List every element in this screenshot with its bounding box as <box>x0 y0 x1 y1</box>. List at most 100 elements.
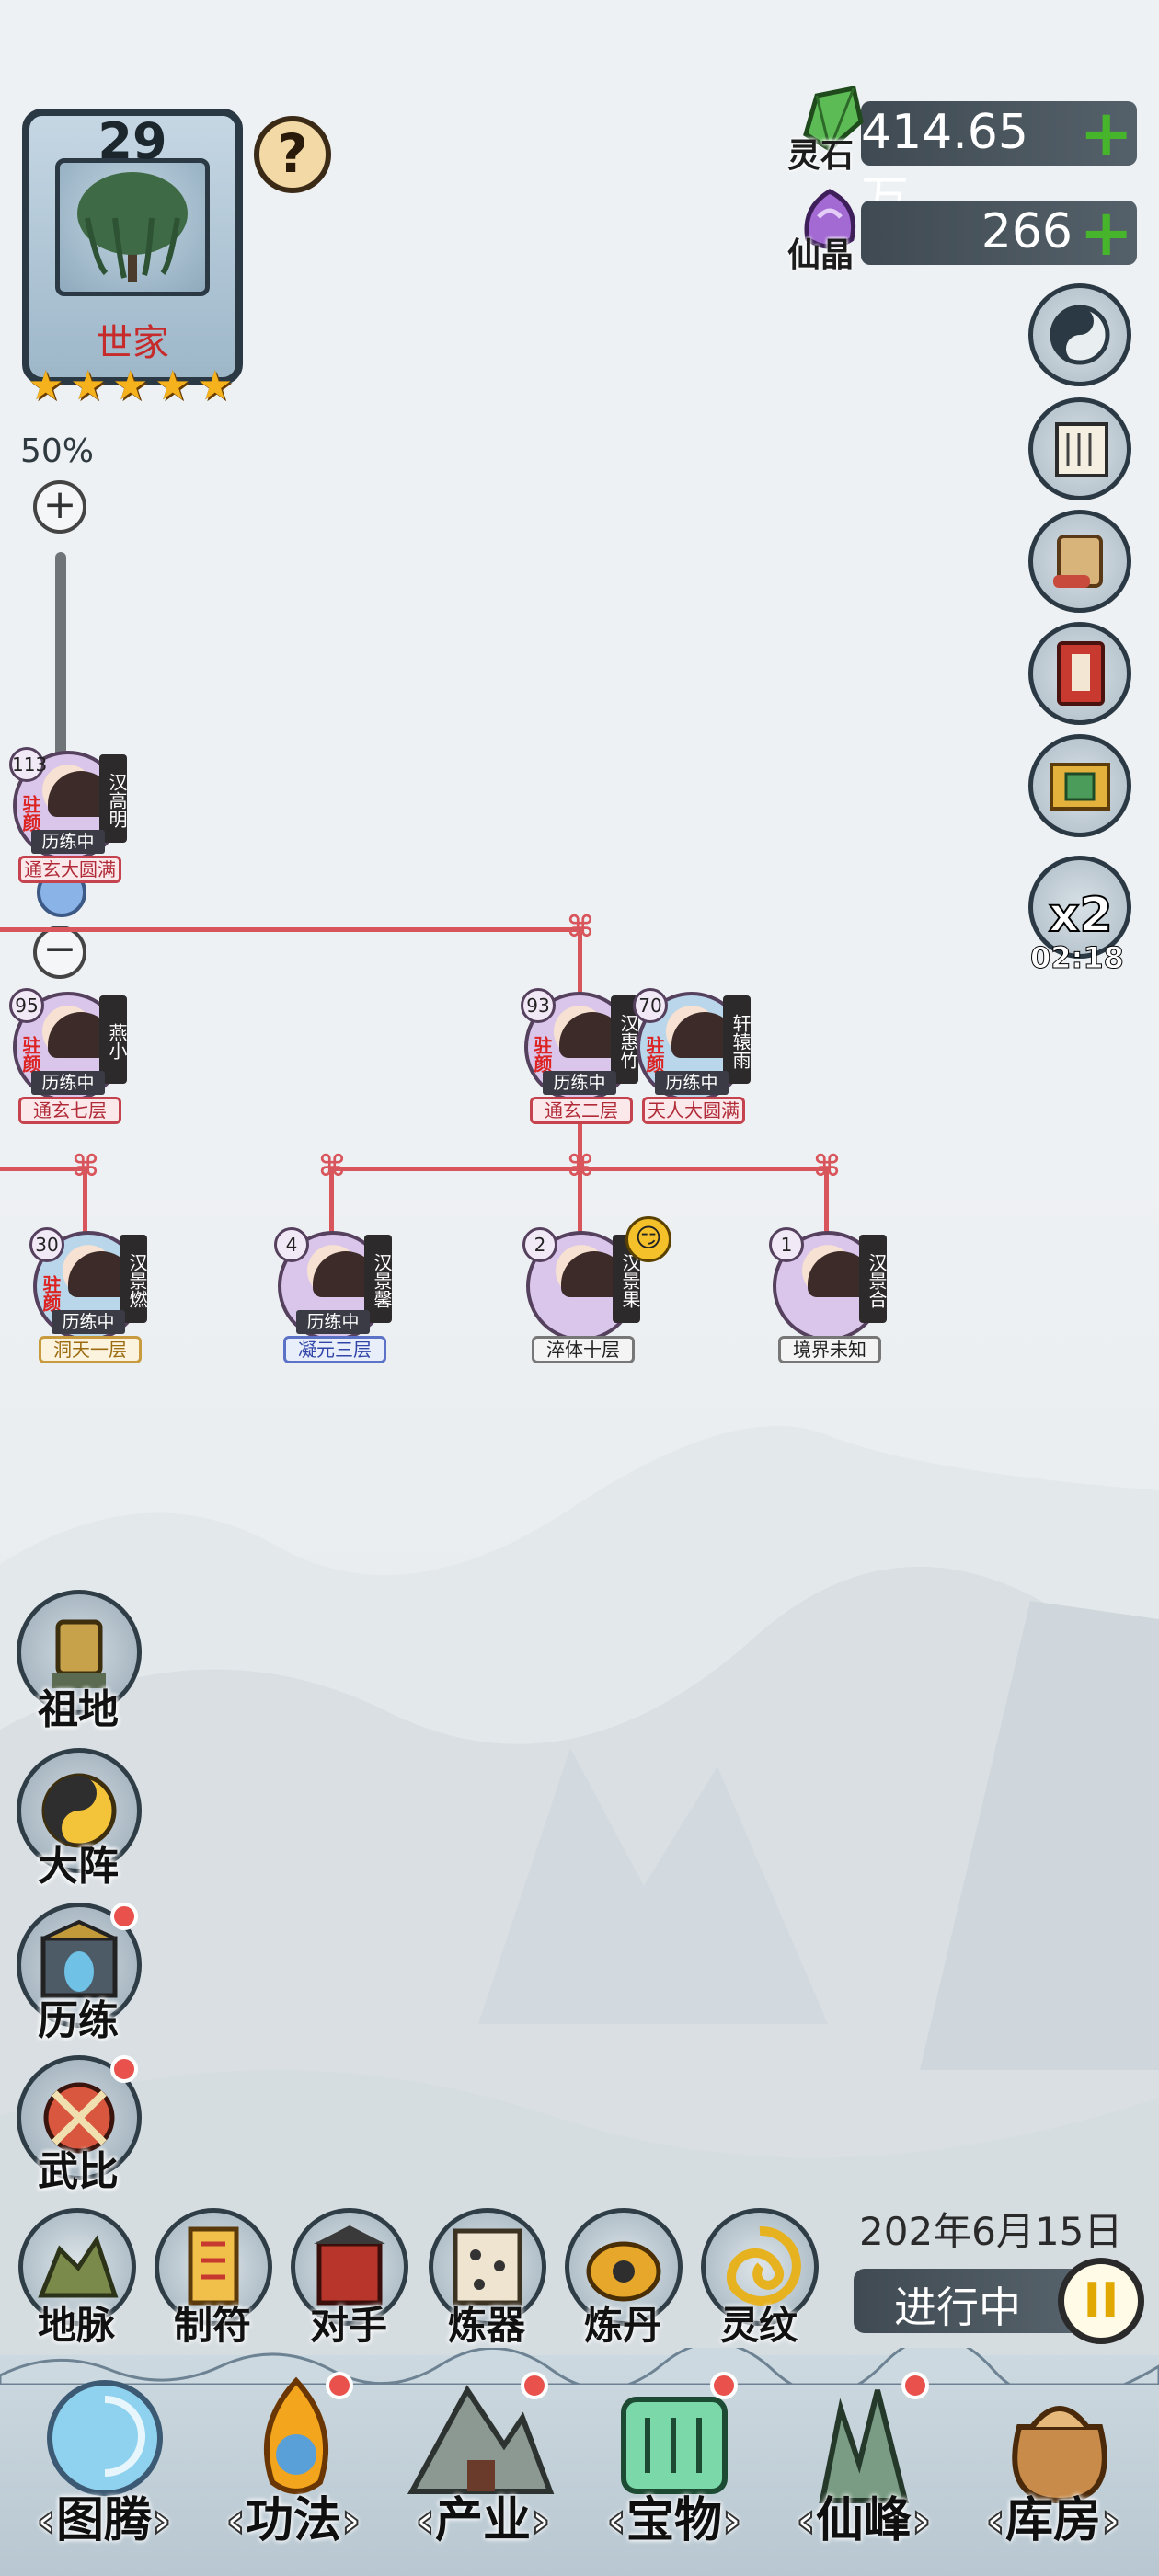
function-label: 炼丹 <box>583 2303 661 2348</box>
storehouse-bag-icon[interactable] <box>982 2372 1137 2510</box>
building-label: 武比 <box>38 2148 119 2195</box>
help-button[interactable]: ? <box>254 116 331 193</box>
alert-dot <box>710 2372 738 2399</box>
function-label: 灵纹 <box>719 2303 798 2348</box>
clan-badge[interactable]: 29 世家 ★ ★ ★ ★ ★ <box>13 99 252 421</box>
formation-yin-yang-icon[interactable] <box>17 1748 142 1873</box>
nav-tab-immortal-peak[interactable]: 仙峰 <box>767 2484 960 2558</box>
tree-line <box>824 1168 829 1233</box>
clan-stars: ★ ★ ★ ★ ★ <box>28 366 237 407</box>
earth-vein-icon[interactable] <box>18 2208 136 2326</box>
tree-line <box>83 1168 87 1233</box>
nav-tab-treasure[interactable]: 宝物 <box>578 2484 771 2558</box>
member-status: 历练中 <box>31 1071 105 1095</box>
alert-dot <box>110 1903 138 1930</box>
nav-tab-storehouse[interactable]: 库房 <box>957 2484 1150 2558</box>
immortal-crystal-bar: 266 + <box>861 201 1137 265</box>
member-name: 轩辕雨 <box>723 995 752 1084</box>
zoom-in-button[interactable]: + <box>33 480 86 534</box>
speed-timer: 02:18 <box>1030 940 1125 976</box>
member-level: 30 <box>29 1227 64 1262</box>
building-label: 祖地 <box>38 1686 119 1733</box>
alchemy-cauldron-icon[interactable] <box>565 2208 683 2326</box>
game-date: 202年6月15日 <box>859 2209 1123 2254</box>
member-realm: 淬体十层 <box>532 1336 635 1363</box>
member-realm: 通玄大圆满 <box>18 856 121 883</box>
member-level: 113 <box>9 747 47 782</box>
member-status: 历练中 <box>543 1071 616 1095</box>
treasure-box-icon[interactable] <box>1028 734 1131 837</box>
clan-level: 29 <box>98 112 167 170</box>
ancestral-totem-icon[interactable] <box>17 1590 142 1715</box>
yin-yang-gear-icon[interactable] <box>1028 283 1131 386</box>
family-member-card[interactable]: 2 汉景果 😏 淬体十层 <box>517 1216 671 1363</box>
immortal-crystal-add-button[interactable]: + <box>1079 195 1133 270</box>
nav-tab-totem[interactable]: 图腾 <box>7 2484 201 2558</box>
building-label: 历练 <box>38 1997 119 2044</box>
tree-line <box>0 927 581 932</box>
member-level: 4 <box>274 1227 309 1262</box>
member-mark: 驻颜 <box>19 795 41 832</box>
alert-dot <box>901 2372 929 2399</box>
forge-map-icon[interactable] <box>429 2208 546 2326</box>
tree-line <box>578 1168 582 1233</box>
rival-gate-icon[interactable] <box>291 2208 408 2326</box>
tree-line <box>0 1167 88 1171</box>
spirit-rune-icon[interactable] <box>701 2208 819 2326</box>
member-status: 历练中 <box>52 1310 125 1334</box>
spirit-stone-label: 灵石 <box>787 137 855 175</box>
member-name: 汉景合 <box>859 1235 888 1323</box>
tree-line <box>329 1168 334 1233</box>
member-realm: 天人大圆满 <box>642 1097 745 1124</box>
nav-tab-industry[interactable]: 产业 <box>386 2484 580 2558</box>
zoom-level: 50% <box>20 432 95 470</box>
member-level: 93 <box>521 988 556 1023</box>
letter-icon[interactable] <box>1028 397 1131 500</box>
family-member-card[interactable]: 1 汉景合 境界未知 <box>763 1222 892 1363</box>
member-name: 汉景燃 <box>120 1235 148 1323</box>
member-level: 70 <box>633 988 668 1023</box>
family-member-card[interactable]: 4 汉景馨 历练中 凝元三层 <box>269 1222 397 1363</box>
function-label: 炼器 <box>447 2303 525 2348</box>
time-status: 进行中 <box>894 2283 1021 2332</box>
star-icon: ★ <box>112 362 149 409</box>
nav-tab-technique[interactable]: 功法 <box>197 2484 390 2558</box>
member-name: 汉高明 <box>99 754 128 843</box>
member-realm: 凝元三层 <box>283 1336 386 1363</box>
family-member-card[interactable]: 70 轩辕雨 驻颜 历练中 天人大圆满 <box>627 983 756 1124</box>
technique-flame-icon[interactable] <box>219 2372 373 2510</box>
family-member-card[interactable]: 95 燕小 驻颜 历练中 通玄七层 <box>4 983 132 1124</box>
building-label: 大阵 <box>38 1843 119 1890</box>
star-icon: ★ <box>70 362 107 409</box>
member-mark: 驻颜 <box>531 1036 553 1073</box>
spirit-stone-icon <box>803 86 864 153</box>
speed-boost-icon[interactable] <box>1028 856 1131 959</box>
star-icon: ★ <box>155 362 191 409</box>
function-label: 对手 <box>309 2303 387 2348</box>
star-icon: ★ <box>28 362 64 409</box>
family-member-card[interactable]: 30 汉景燃 驻颜 历练中 洞天一层 <box>24 1222 153 1363</box>
member-name: 汉惠竹 <box>611 995 639 1084</box>
smirk-emoji-icon: 😏 <box>625 1216 671 1262</box>
pause-button[interactable]: II <box>1058 2258 1144 2344</box>
alert-dot <box>521 2372 548 2399</box>
star-icon: ★ <box>197 362 234 409</box>
member-mark: 驻颜 <box>19 1036 41 1073</box>
immortal-crystal-icon <box>804 189 856 249</box>
member-name: 燕小 <box>99 995 128 1084</box>
member-realm: 通玄七层 <box>18 1097 121 1124</box>
immortal-crystal-value: 266 <box>981 204 1073 259</box>
member-realm: 洞天一层 <box>39 1336 142 1363</box>
zoom-out-button[interactable]: − <box>33 926 86 979</box>
member-level: 2 <box>522 1227 557 1262</box>
member-mark: 驻颜 <box>643 1036 665 1073</box>
family-member-card[interactable]: 113 汉高明 驻颜 历练中 通玄大圆满 <box>4 742 132 883</box>
scroll-icon[interactable] <box>1028 510 1131 613</box>
tree-line <box>578 929 582 1040</box>
talisman-icon[interactable] <box>155 2208 272 2326</box>
nav-wave-decoration <box>0 2348 1159 2385</box>
family-member-card[interactable]: 93 汉惠竹 驻颜 历练中 通玄二层 <box>515 983 644 1124</box>
spirit-stone-add-button[interactable]: + <box>1079 96 1133 171</box>
member-level: 1 <box>769 1227 804 1262</box>
book-icon[interactable] <box>1028 622 1131 725</box>
